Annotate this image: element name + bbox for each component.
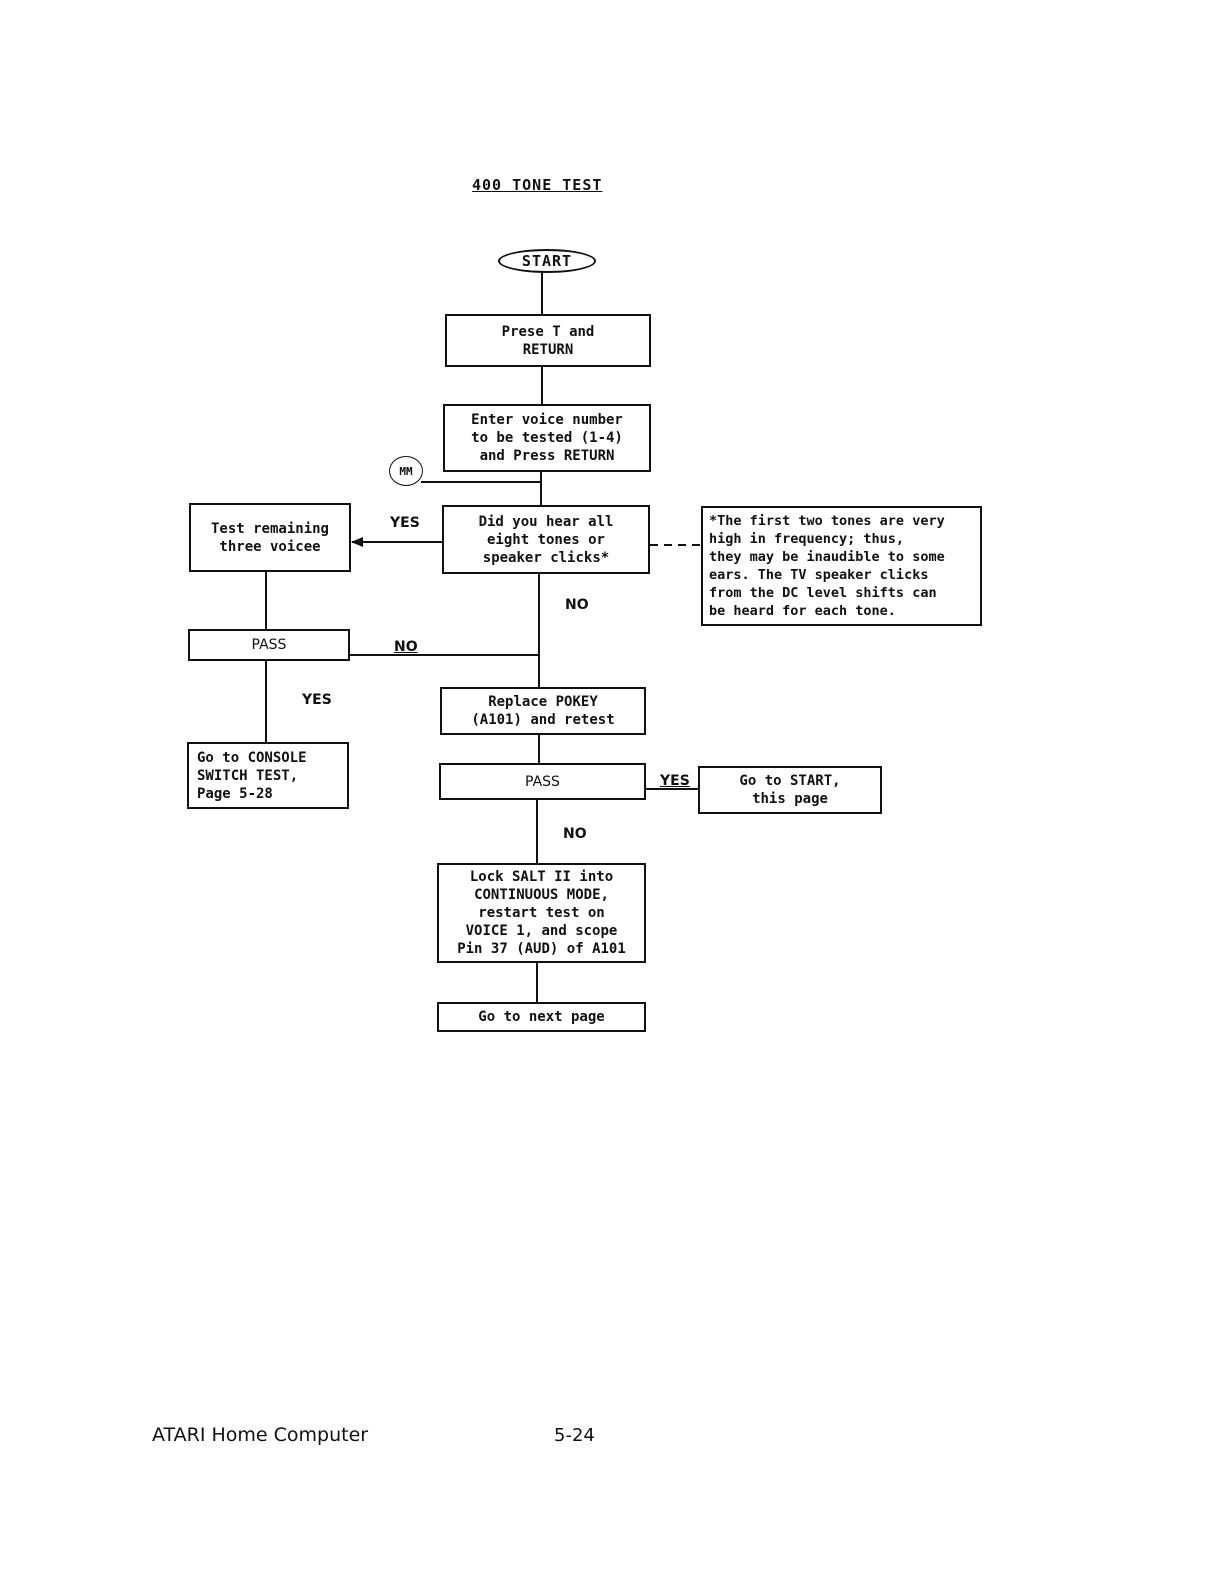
did-you-hear-decision-box: Did you hear all eight tones or speaker … — [442, 505, 650, 574]
press-t-return-box: Prese T and RETURN — [445, 314, 651, 367]
yes-label-hear: YES — [390, 515, 420, 531]
pass-center-decision-box: PASS — [439, 763, 646, 800]
footnote-box: *The first two tones are very high in fr… — [701, 506, 982, 626]
enter-voice-number-box: Enter voice number to be tested (1-4) an… — [443, 404, 651, 472]
yes-label-pass-left: YES — [302, 692, 332, 708]
test-remaining-voices-box: Test remaining three voicee — [189, 503, 351, 572]
yes-label-pass-center: YES — [660, 773, 690, 789]
mm-connector: MM — [389, 456, 423, 486]
no-label-hear: NO — [565, 597, 589, 613]
replace-pokey-box: Replace POKEY (A101) and retest — [440, 687, 646, 735]
lock-salt-ii-box: Lock SALT II into CONTINUOUS MODE, resta… — [437, 863, 646, 963]
page-number: 5-24 — [554, 1425, 595, 1446]
page-title: 400 TONE TEST — [472, 176, 603, 194]
pass-left-decision-box: PASS — [188, 629, 350, 661]
no-label-pass-center: NO — [563, 826, 587, 842]
go-to-start-box: Go to START, this page — [698, 766, 882, 814]
start-terminal: START — [498, 249, 596, 273]
no-label-pass-left: NO — [394, 639, 418, 655]
footer-title: ATARI Home Computer — [152, 1424, 369, 1446]
go-to-console-switch-test-box: Go to CONSOLE SWITCH TEST, Page 5-28 — [187, 742, 349, 809]
go-to-next-page-box: Go to next page — [437, 1002, 646, 1032]
